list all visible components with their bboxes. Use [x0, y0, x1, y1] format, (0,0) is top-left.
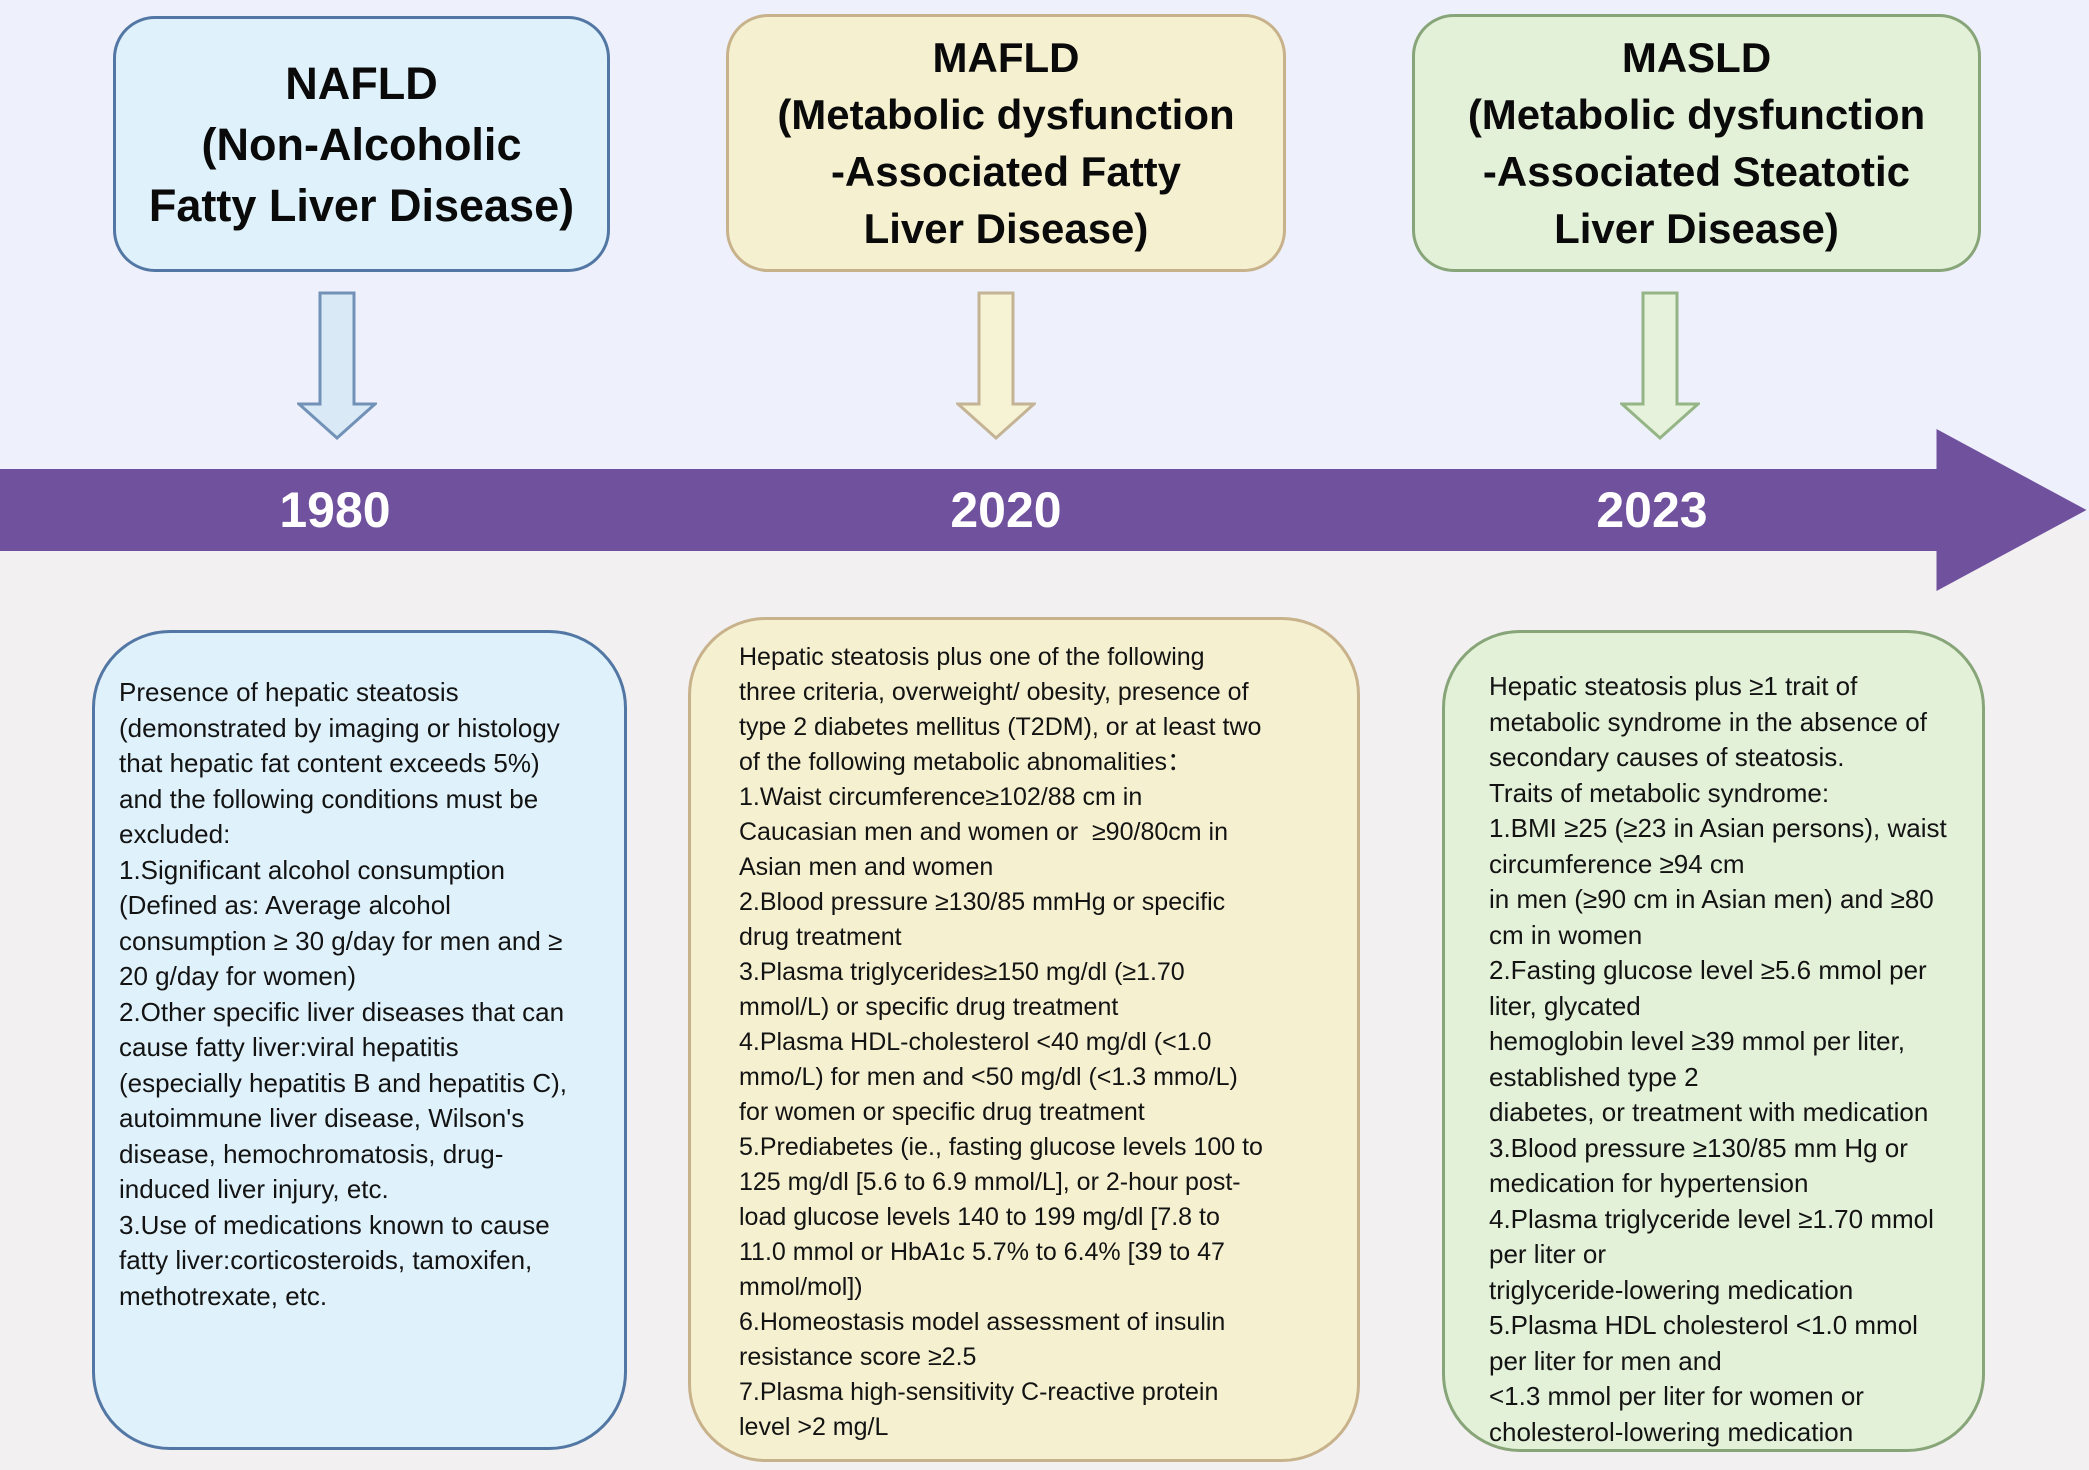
- era-box-mafld: MAFLD (Metabolic dysfunction -Associated…: [726, 14, 1286, 272]
- era-box-masld: MASLD (Metabolic dysfunction -Associated…: [1412, 14, 1981, 272]
- down-arrow-icon: [297, 291, 377, 441]
- era-box-nafld: NAFLD (Non-Alcoholic Fatty Liver Disease…: [113, 16, 610, 272]
- timeline-year-2023: 2023: [1596, 482, 1708, 538]
- criteria-box-mafld: Hepatic steatosis plus one of the follow…: [688, 617, 1360, 1462]
- criteria-text-masld: Hepatic steatosis plus ≥1 trait of metab…: [1489, 671, 1947, 1447]
- criteria-box-nafld: Presence of hepatic steatosis (demonstra…: [92, 630, 627, 1450]
- timeline-bar: [0, 469, 1938, 551]
- era-title-mafld: MAFLD (Metabolic dysfunction -Associated…: [777, 34, 1235, 252]
- timeline-year-2020: 2020: [950, 482, 1062, 538]
- criteria-text-mafld: Hepatic steatosis plus one of the follow…: [739, 643, 1263, 1441]
- timeline-arrowhead-icon: [1936, 429, 2087, 591]
- down-arrow-icon: [956, 291, 1036, 441]
- criteria-text-nafld: Presence of hepatic steatosis (demonstra…: [119, 677, 568, 1311]
- timeline-year-1980: 1980: [279, 482, 391, 538]
- era-title-nafld: NAFLD (Non-Alcoholic Fatty Liver Disease…: [148, 57, 575, 231]
- criteria-box-masld: Hepatic steatosis plus ≥1 trait of metab…: [1442, 630, 1985, 1452]
- era-title-masld: MASLD (Metabolic dysfunction -Associated…: [1467, 34, 1926, 252]
- down-arrow-icon: [1620, 291, 1700, 441]
